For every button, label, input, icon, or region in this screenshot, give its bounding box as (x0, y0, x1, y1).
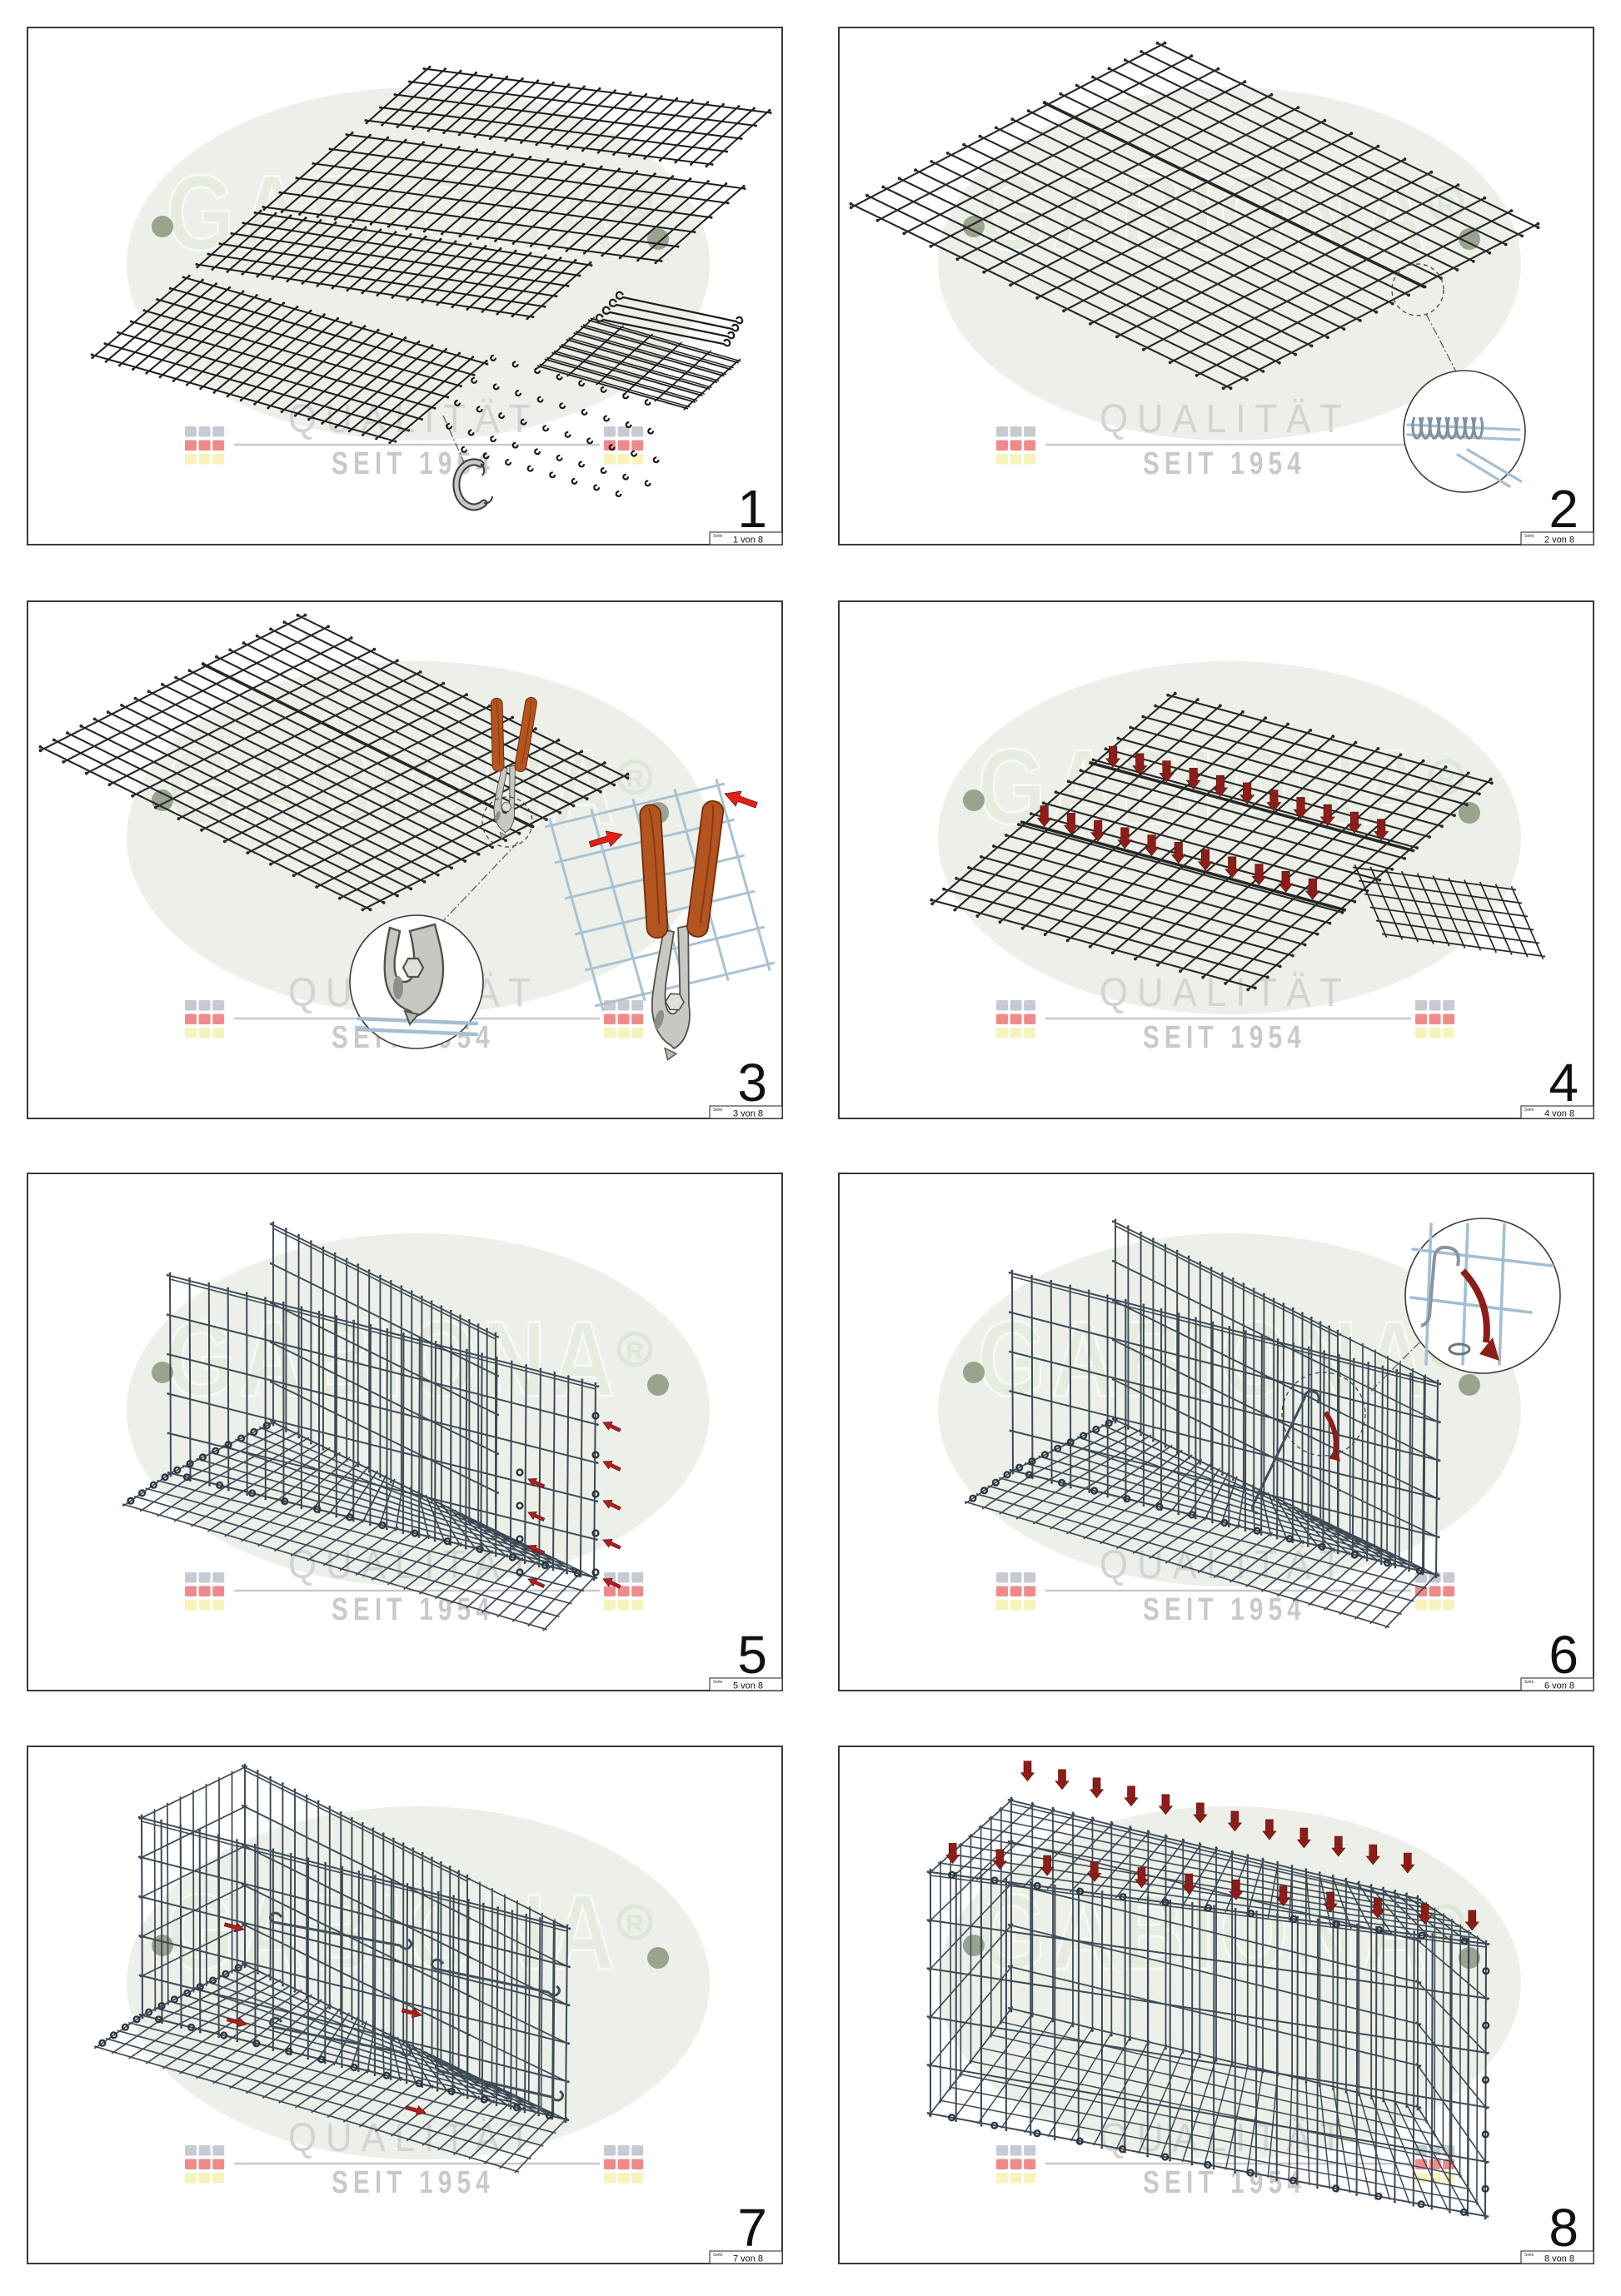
svg-text:Seite: Seite (1524, 1680, 1534, 1685)
svg-text:Seite: Seite (713, 534, 723, 539)
svg-text:2: 2 (1549, 479, 1579, 539)
svg-text:Seite: Seite (713, 1680, 723, 1685)
svg-text:Seite: Seite (1524, 2253, 1534, 2258)
svg-text:5: 5 (737, 1625, 767, 1685)
svg-text:3: 3 (737, 1053, 767, 1113)
svg-text:Seite: Seite (1524, 1108, 1534, 1113)
svg-text:5 von 8: 5 von 8 (733, 1681, 763, 1691)
svg-text:1: 1 (737, 479, 767, 539)
svg-text:7: 7 (737, 2198, 767, 2258)
svg-text:8: 8 (1549, 2198, 1579, 2258)
svg-text:3 von 8: 3 von 8 (733, 1109, 763, 1119)
svg-text:4 von 8: 4 von 8 (1544, 1109, 1574, 1119)
svg-text:4: 4 (1549, 1053, 1579, 1113)
svg-text:2 von 8: 2 von 8 (1544, 535, 1574, 545)
svg-text:6 von 8: 6 von 8 (1544, 1681, 1574, 1691)
svg-text:1 von 8: 1 von 8 (733, 535, 763, 545)
svg-text:6: 6 (1549, 1625, 1579, 1685)
svg-text:Seite: Seite (713, 2253, 723, 2258)
svg-text:Seite: Seite (713, 1108, 723, 1113)
svg-text:7 von 8: 7 von 8 (733, 2254, 763, 2264)
svg-text:8 von 8: 8 von 8 (1544, 2254, 1574, 2264)
svg-text:Seite: Seite (1524, 534, 1534, 539)
